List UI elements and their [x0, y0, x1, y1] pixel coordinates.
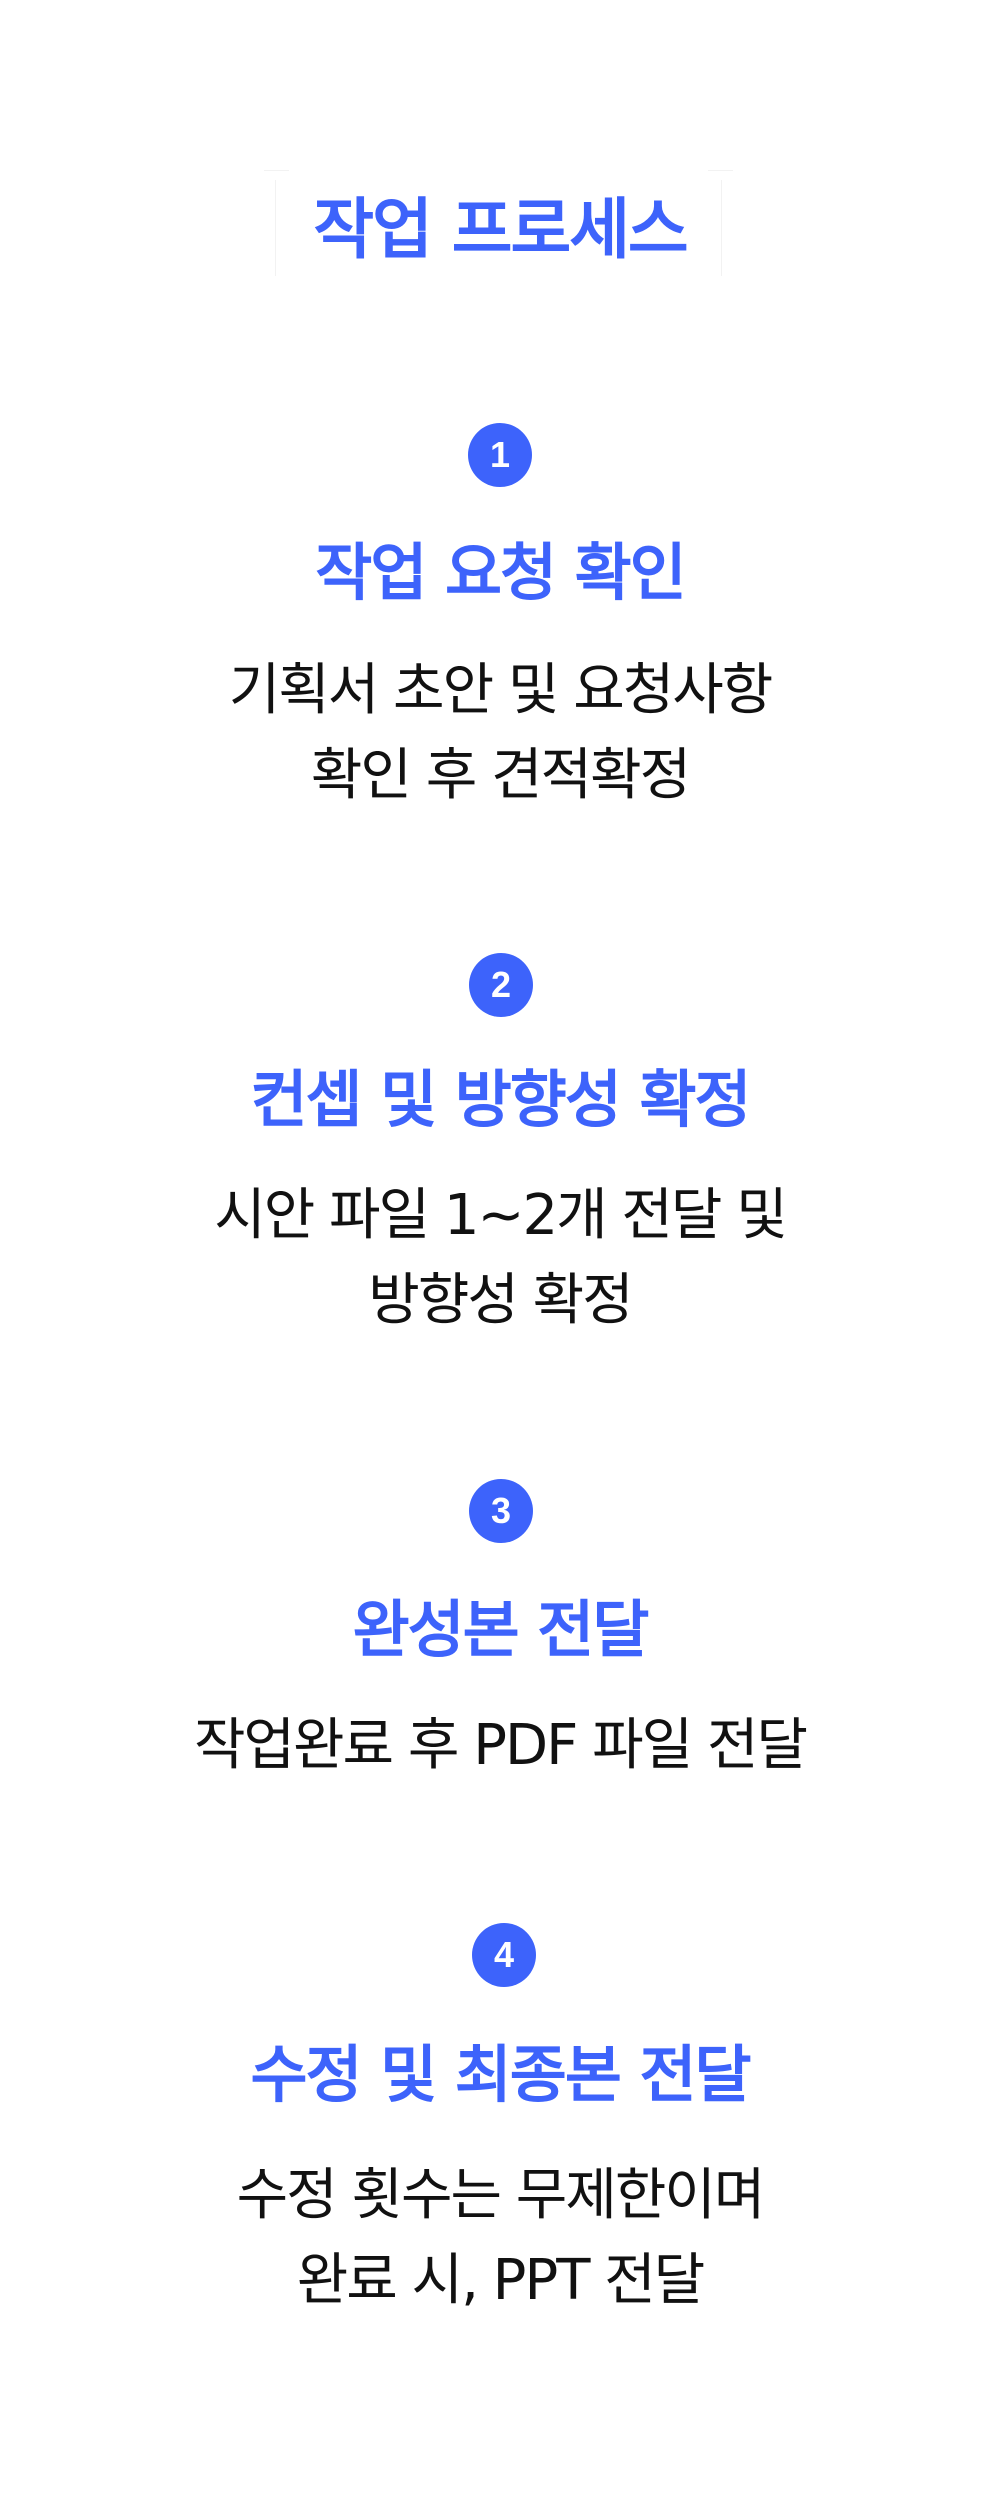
- step-heading: 완성본 전달: [352, 1593, 650, 1666]
- step-description-line: 완료 시, PPT 전달: [296, 2248, 706, 2313]
- step-number-badge: 2: [469, 953, 533, 1017]
- step-description-line: 작업완료 후 PDF 파일 전달: [194, 1713, 808, 1778]
- step-description-line: 확인 후 견적확정: [310, 743, 691, 808]
- step-number-badge: 4: [472, 1923, 536, 1987]
- step-number-badge: 3: [469, 1479, 533, 1543]
- step-description: 시안 파일 1~2개 전달 및 방향성 확정: [0, 1173, 1000, 1343]
- step-description: 기획서 초안 및 요청사항 확인 후 견적확정: [0, 648, 1000, 818]
- step-heading: 작업 요청 확인: [315, 536, 686, 609]
- step-description-line: 방향성 확정: [368, 1268, 633, 1333]
- step-description: 작업완료 후 PDF 파일 전달: [0, 1703, 1000, 1788]
- step-description: 수정 횟수는 무제한이며 완료 시, PPT 전달: [0, 2153, 1000, 2323]
- title-frame: [264, 170, 733, 276]
- step-description-line: 시안 파일 1~2개 전달 및: [214, 1183, 788, 1248]
- step-description-line: 수정 횟수는 무제한이며: [236, 2163, 766, 2228]
- page-title: 작업 프로세스: [313, 191, 688, 268]
- step-heading: 컨셉 및 방향성 확정: [250, 1063, 751, 1136]
- step-description-line: 기획서 초안 및 요청사항: [228, 658, 774, 723]
- step-number-badge: 1: [468, 423, 532, 487]
- step-heading: 수정 및 최종본 전달: [250, 2038, 751, 2111]
